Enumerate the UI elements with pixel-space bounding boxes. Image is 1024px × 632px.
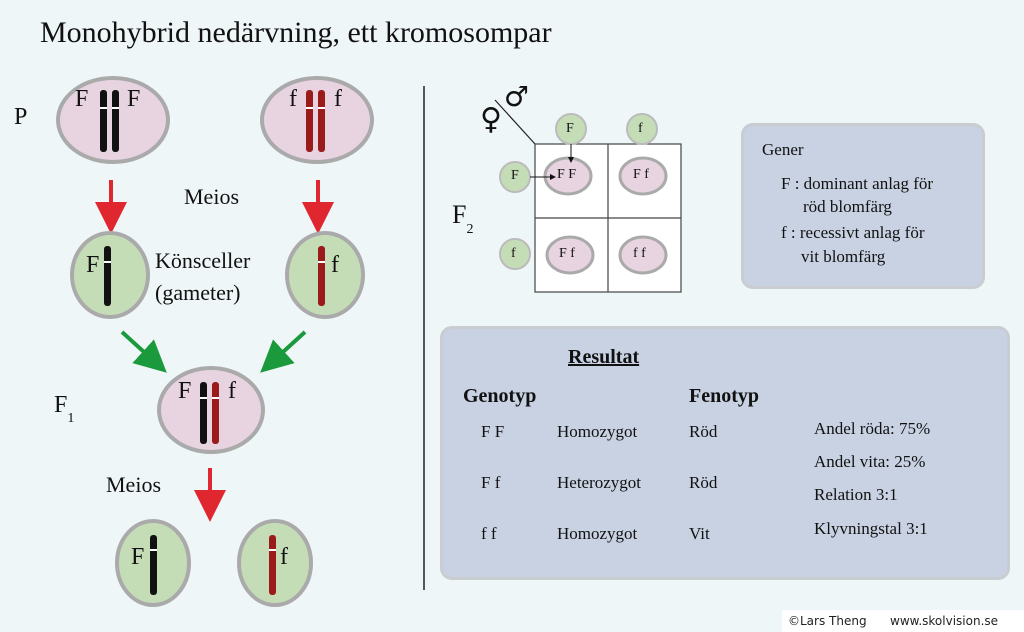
gametes-label: Könsceller <box>155 248 251 273</box>
gener-line: röd blomfärg <box>803 197 892 216</box>
gamete-label: f <box>638 121 643 136</box>
gener-line: vit blomfärg <box>801 247 886 266</box>
chromosome <box>269 535 276 595</box>
result-feno: Vit <box>689 524 710 543</box>
result-stat: Klyvningstal 3:1 <box>814 519 928 538</box>
arrow <box>260 330 307 373</box>
gametes-label-sub: (gameter) <box>155 280 241 305</box>
chromosome <box>212 382 219 444</box>
result-geno: F f <box>481 473 501 492</box>
meios-label: Meios <box>106 472 161 497</box>
result-type: Homozygot <box>557 524 638 543</box>
footer-link[interactable]: www.skolvision.se <box>890 614 999 628</box>
gener-title: Gener <box>762 140 804 159</box>
allele-label: f <box>289 86 297 112</box>
result-feno: Röd <box>689 422 718 441</box>
result-stat: Andel vita: 25% <box>814 452 926 471</box>
col-genotyp: Genotyp <box>463 385 537 407</box>
gener-line: F : dominant anlag för <box>781 174 934 193</box>
allele-label: F <box>131 544 145 570</box>
allele-label: f <box>334 86 342 112</box>
chromosome <box>318 90 325 152</box>
result-stat: Andel röda: 75% <box>814 419 931 438</box>
result-geno: f f <box>481 524 497 543</box>
allele-label: f <box>228 378 236 404</box>
chromosome <box>104 246 111 306</box>
result-panel <box>440 326 1010 580</box>
arrow <box>120 330 167 373</box>
allele-label: F <box>86 252 100 278</box>
result-stat: Relation 3:1 <box>814 485 898 504</box>
gamete-head <box>499 238 531 270</box>
chromosome <box>200 382 207 444</box>
result-type: Homozygot <box>557 422 638 441</box>
gener-line: f : recessivt anlag för <box>781 223 925 242</box>
allele-label: F <box>75 86 89 112</box>
footer: ©Lars Theng www.skolvision.se <box>782 610 1024 632</box>
result-feno: Röd <box>689 473 718 492</box>
punnett-cell: F f <box>633 167 649 182</box>
chromosome <box>112 90 119 152</box>
chromosome <box>150 535 157 595</box>
allele-label: F <box>127 86 141 112</box>
punnett-cell: f f <box>633 246 646 261</box>
result-title: Resultat <box>568 346 640 368</box>
col-fenotyp: Fenotyp <box>689 385 759 407</box>
gamete-label: F <box>511 168 519 183</box>
punnett-cell: F F <box>557 167 577 182</box>
page-title: Monohybrid nedärvning, ett kromosompar <box>40 16 552 49</box>
gamete-head <box>626 113 658 145</box>
p-cell-right <box>260 76 374 164</box>
allele-label: F <box>178 378 192 404</box>
female-icon: ♀ <box>480 102 502 137</box>
allele-label: f <box>280 544 288 570</box>
male-icon: ♂ <box>504 80 530 113</box>
f2-label: F2 <box>452 200 474 237</box>
f1-label: F1 <box>54 392 75 426</box>
chromosome <box>318 246 325 306</box>
punnett-diagonal <box>494 99 536 145</box>
gamete-label: f <box>511 246 516 261</box>
result-type: Heterozygot <box>557 473 642 492</box>
chromosome <box>306 90 313 152</box>
footer-author: ©Lars Theng <box>788 614 867 628</box>
punnett-cell: F f <box>559 246 575 261</box>
allele-label: f <box>331 252 339 278</box>
gamete-label: F <box>566 121 574 136</box>
result-geno: F F <box>481 422 505 441</box>
chromosome <box>100 90 107 152</box>
meios-label: Meios <box>184 184 239 209</box>
f1-cell <box>157 366 265 454</box>
gener-panel <box>741 123 985 289</box>
p-label: P <box>14 104 28 130</box>
